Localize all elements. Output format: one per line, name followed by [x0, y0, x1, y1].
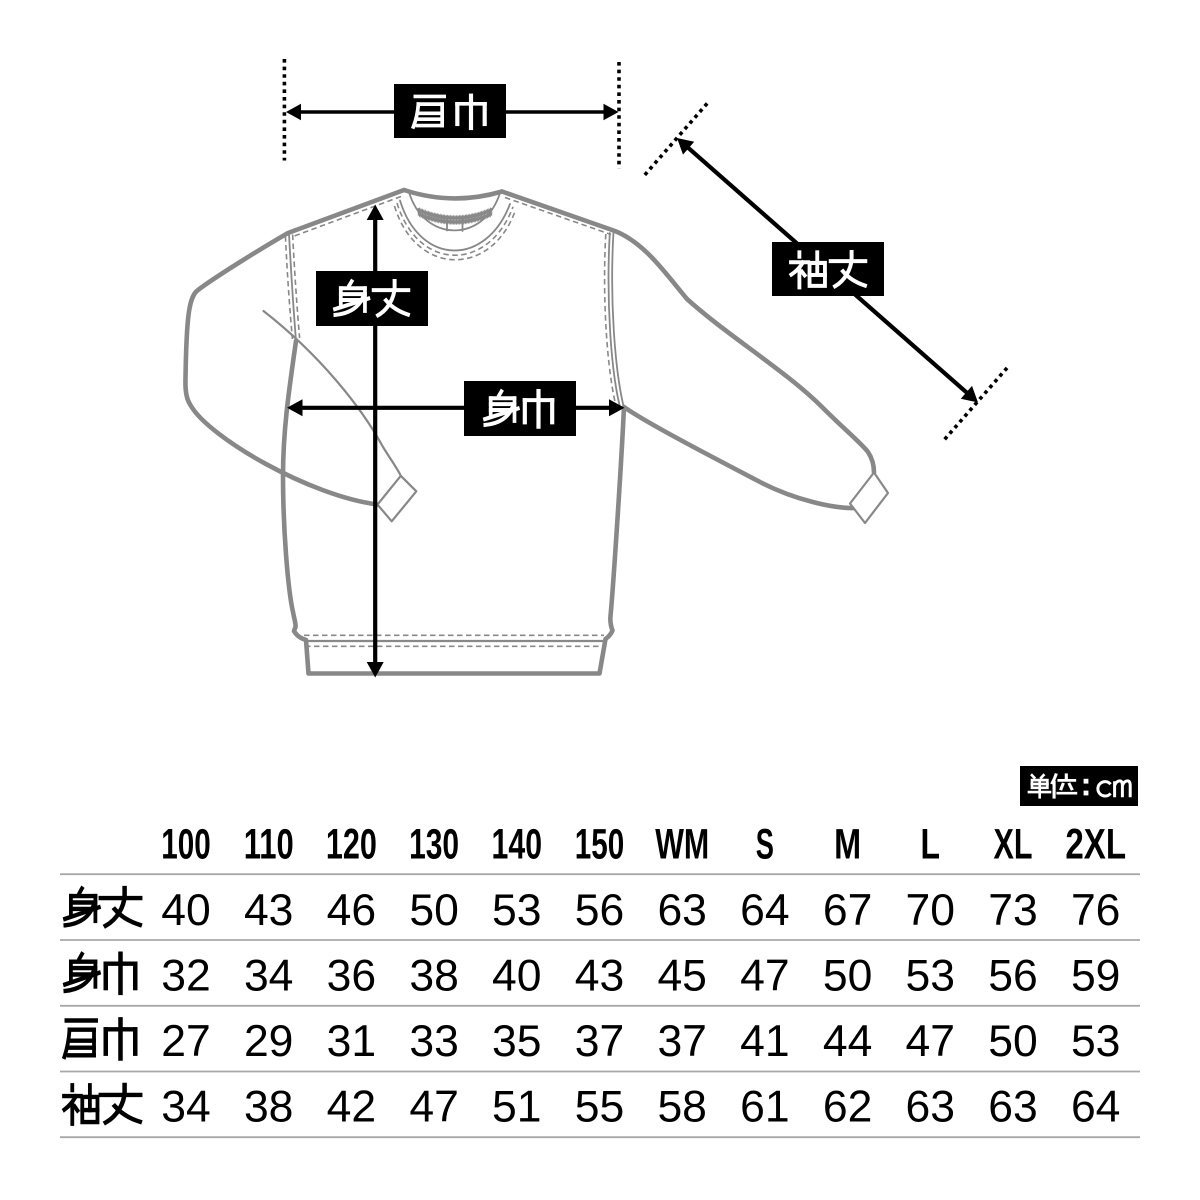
svg-text:38: 38 — [244, 1083, 294, 1132]
svg-text:58: 58 — [657, 1083, 707, 1132]
svg-text:WM: WM — [655, 821, 709, 869]
svg-text:35: 35 — [492, 1017, 542, 1066]
svg-text:130: 130 — [409, 821, 459, 869]
svg-text:43: 43 — [244, 886, 294, 935]
svg-text:31: 31 — [327, 1017, 377, 1066]
svg-text:47: 47 — [409, 1083, 459, 1132]
svg-text:53: 53 — [906, 952, 956, 1001]
svg-text:S: S — [756, 821, 774, 869]
svg-text:32: 32 — [161, 952, 211, 1001]
svg-text:62: 62 — [823, 1083, 873, 1132]
svg-text:63: 63 — [657, 886, 707, 935]
svg-text:XL: XL — [994, 821, 1033, 869]
svg-text:M: M — [834, 821, 861, 869]
svg-text:37: 37 — [575, 1017, 625, 1066]
svg-text:45: 45 — [657, 952, 707, 1001]
svg-text:70: 70 — [906, 886, 956, 935]
svg-text:50: 50 — [988, 1017, 1038, 1066]
svg-text:140: 140 — [492, 821, 543, 869]
svg-text:53: 53 — [1071, 1017, 1121, 1066]
svg-text:55: 55 — [575, 1083, 625, 1132]
svg-text:41: 41 — [740, 1017, 790, 1066]
svg-text:51: 51 — [492, 1083, 542, 1132]
svg-text:76: 76 — [1071, 886, 1121, 935]
svg-text:63: 63 — [988, 1083, 1038, 1132]
svg-text:42: 42 — [327, 1083, 377, 1132]
svg-text:56: 56 — [988, 952, 1038, 1001]
svg-text:64: 64 — [740, 886, 790, 935]
svg-text:64: 64 — [1071, 1083, 1121, 1132]
svg-text:150: 150 — [575, 821, 625, 869]
svg-text:53: 53 — [492, 886, 542, 935]
svg-text:43: 43 — [575, 952, 625, 1001]
svg-text:120: 120 — [326, 821, 377, 869]
svg-text:L: L — [921, 821, 941, 869]
svg-text:36: 36 — [327, 952, 377, 1001]
svg-text:47: 47 — [740, 952, 790, 1001]
svg-text:50: 50 — [823, 952, 873, 1001]
svg-text:37: 37 — [657, 1017, 707, 1066]
svg-text:110: 110 — [244, 821, 294, 869]
svg-text:63: 63 — [906, 1083, 956, 1132]
svg-text:34: 34 — [161, 1083, 211, 1132]
svg-text:67: 67 — [823, 886, 873, 935]
svg-text:29: 29 — [244, 1017, 294, 1066]
svg-text:56: 56 — [575, 886, 625, 935]
svg-text:59: 59 — [1071, 952, 1121, 1001]
svg-text:47: 47 — [906, 1017, 956, 1066]
svg-text:46: 46 — [327, 886, 377, 935]
svg-text:2XL: 2XL — [1065, 821, 1126, 869]
svg-text:44: 44 — [823, 1017, 873, 1066]
svg-text:50: 50 — [409, 886, 459, 935]
svg-text:40: 40 — [492, 952, 542, 1001]
svg-text:38: 38 — [409, 952, 459, 1001]
svg-text:34: 34 — [244, 952, 294, 1001]
svg-text:100: 100 — [161, 821, 211, 869]
svg-text:61: 61 — [740, 1083, 790, 1132]
svg-text:40: 40 — [161, 886, 211, 935]
svg-text:27: 27 — [161, 1017, 211, 1066]
svg-text:73: 73 — [988, 886, 1038, 935]
svg-text:33: 33 — [409, 1017, 459, 1066]
